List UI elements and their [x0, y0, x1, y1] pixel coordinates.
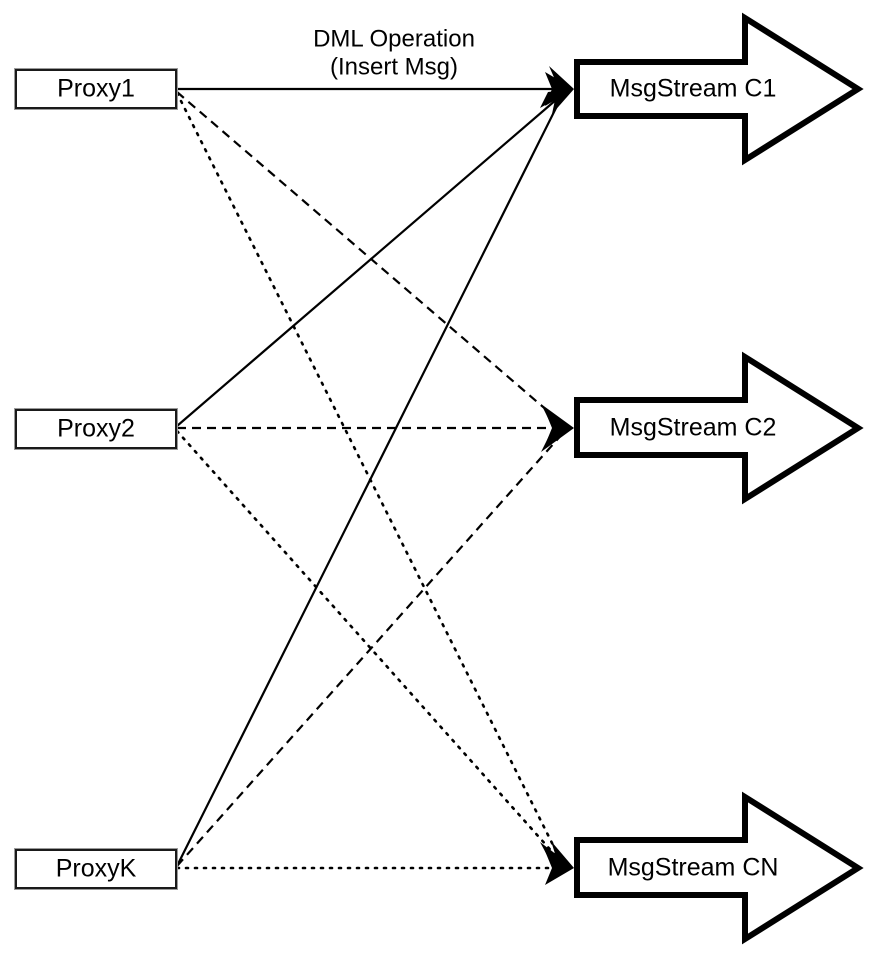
proxy-node-2[interactable]: Proxy2 — [14, 408, 178, 450]
proxy-node-1-label: Proxy1 — [57, 75, 135, 103]
arrowhead-c1-spur-c — [549, 66, 574, 89]
msgstream-node-c1[interactable]: MsgStream C1 — [574, 12, 864, 166]
msgstream-node-c2[interactable]: MsgStream C2 — [574, 351, 864, 505]
msgstream-node-c1-label: MsgStream C1 — [610, 75, 777, 103]
edge-proxy2-to-cn — [175, 429, 565, 866]
edge-proxy1-to-cn — [175, 91, 564, 865]
edge-proxyk-to-c1 — [176, 93, 564, 867]
proxy-node-k-label: ProxyK — [56, 855, 137, 883]
block-arrow-shape-cn — [574, 791, 864, 945]
edge-group-proxy2 — [175, 92, 566, 866]
arrowhead-c1-spur-b — [552, 89, 574, 114]
msgstream-node-cn[interactable]: MsgStream CN — [574, 791, 864, 945]
arrowhead-c2-spur-a — [541, 404, 574, 428]
proxy-node-1[interactable]: Proxy1 — [14, 68, 178, 110]
arrowhead-cn-spur-b — [551, 841, 574, 868]
arrowhead-group — [540, 66, 574, 885]
edge-label-line-2: (Insert Msg) — [330, 53, 458, 80]
edge-label-dml-operation: DML Operation (Insert Msg) — [313, 25, 475, 80]
arrowhead-c2-spur-b — [541, 428, 574, 452]
edge-label-line-1: DML Operation — [313, 25, 475, 52]
proxy-node-2-label: Proxy2 — [57, 415, 135, 443]
proxy-node-k[interactable]: ProxyK — [14, 848, 178, 890]
edge-proxy2-to-c1 — [176, 92, 565, 427]
block-arrow-shape-c2 — [574, 351, 864, 505]
msgstream-node-cn-label: MsgStream CN — [608, 854, 779, 882]
msgstream-node-c2-label: MsgStream C2 — [610, 414, 777, 442]
block-arrow-shape-c1 — [574, 12, 864, 166]
edge-proxyk-to-c2 — [176, 431, 565, 867]
edge-group-proxyk — [175, 93, 568, 870]
